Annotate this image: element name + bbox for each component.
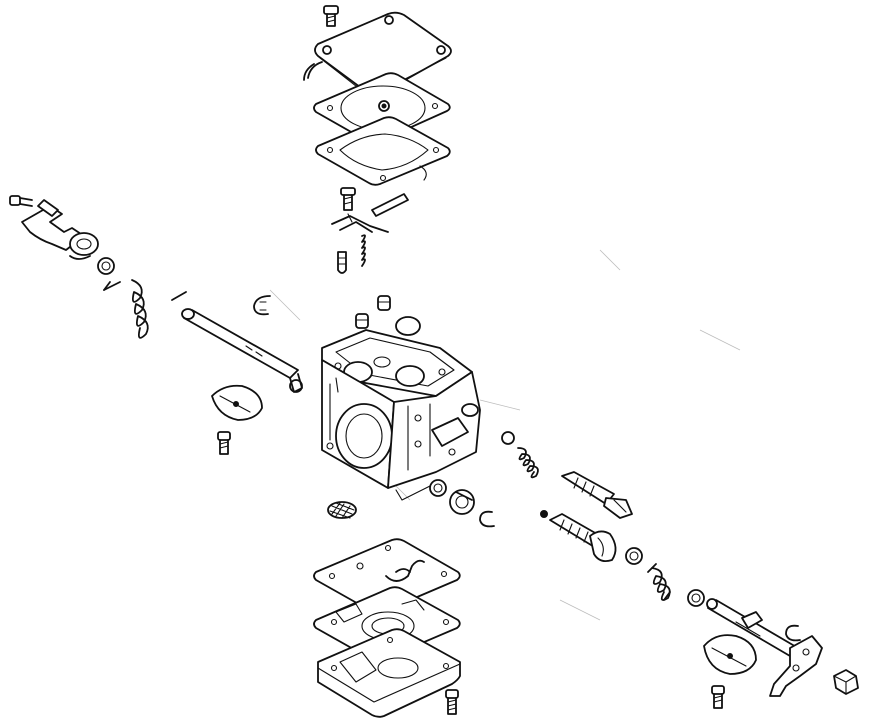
low-speed-screw-ball	[540, 510, 548, 518]
lever-spring	[361, 234, 366, 267]
welch-plug	[395, 316, 421, 336]
inlet-bushing	[449, 489, 475, 515]
metering-cover-screw	[445, 689, 459, 715]
low-speed-mixture-screw	[549, 513, 617, 563]
choke-plate-screw	[711, 685, 725, 709]
throttle-washer	[97, 257, 115, 275]
metering-cover	[317, 628, 461, 718]
shaft-e-clip	[253, 295, 271, 316]
high-speed-screw-spring	[517, 447, 539, 479]
metering-lever-screw	[340, 187, 356, 211]
body-top-plug-2	[355, 313, 369, 329]
throttle-lever	[21, 199, 99, 260]
throttle-lever-screw	[9, 195, 33, 207]
body-top-plug-1	[377, 295, 391, 311]
choke-shaft	[706, 598, 799, 657]
throttle-valve-plate	[211, 384, 263, 421]
throttle-plate-screw	[217, 431, 231, 455]
fuel-screen	[327, 501, 357, 519]
choke-valve-plate	[703, 634, 757, 675]
pump-gasket	[315, 116, 451, 186]
high-speed-mixture-screw	[561, 471, 633, 519]
lever-pin	[371, 193, 409, 217]
metering-gasket	[313, 586, 461, 662]
choke-detent-spring	[647, 563, 671, 601]
choke-lever	[769, 635, 823, 697]
metering-diaphragm	[313, 538, 461, 614]
low-speed-screw-o-ring	[625, 547, 643, 565]
throttle-shaft	[181, 308, 303, 393]
choke-knob	[833, 669, 859, 695]
background-hairlines	[269, 249, 741, 621]
throttle-return-spring	[103, 279, 187, 339]
pump-cover	[303, 11, 452, 98]
inlet-needle	[337, 251, 347, 274]
pump-cover-screw	[323, 5, 339, 27]
inlet-washer	[429, 479, 447, 497]
choke-shaft-washer	[687, 589, 705, 607]
choke-e-clip	[785, 624, 801, 642]
metering-lever	[331, 213, 389, 233]
high-speed-screw-o-ring	[501, 431, 515, 445]
inlet-e-clip	[479, 510, 495, 528]
carburetor-body	[321, 329, 481, 501]
